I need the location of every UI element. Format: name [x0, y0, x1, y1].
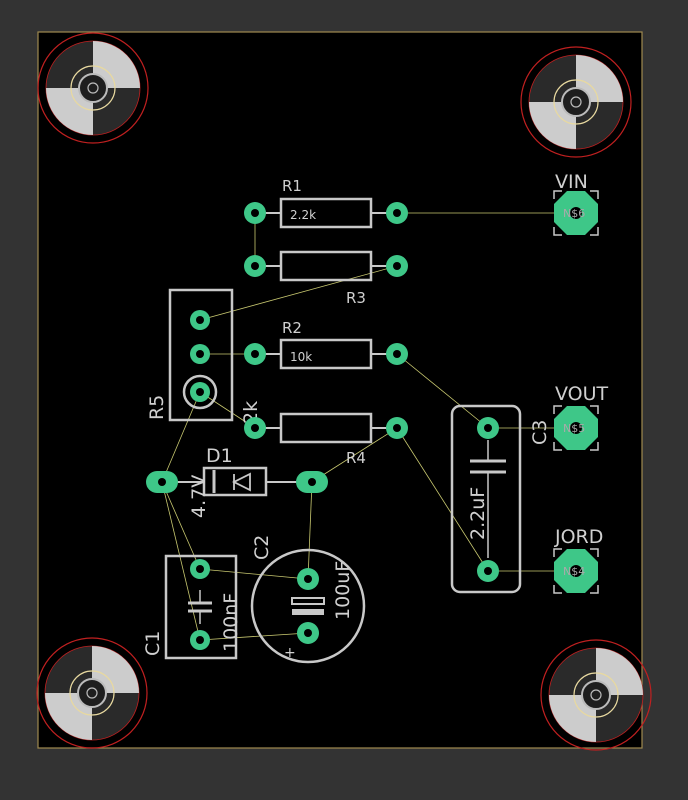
- c2-name-label: C2: [251, 535, 273, 560]
- vin-label: VIN: [555, 171, 588, 193]
- mounting-hole-bottom-left: [36, 637, 148, 749]
- c1-name-label: C1: [142, 631, 164, 656]
- mounting-hole-top-left: [37, 32, 149, 144]
- capacitor-c3[interactable]: C3 2.2uF: [450, 404, 551, 594]
- c1-value-label: 100nF: [220, 593, 242, 652]
- resistor-r1[interactable]: R1 2.2k: [255, 177, 397, 229]
- component-pads: [146, 202, 499, 650]
- connector-jord[interactable]: JORD N$4: [553, 526, 603, 594]
- capacitor-c1[interactable]: C1 100nF: [142, 554, 242, 660]
- c2-value-label: 100uF: [332, 561, 354, 620]
- d1-name-label: D1: [206, 445, 233, 467]
- resistor-r2[interactable]: R2 10k: [255, 319, 397, 370]
- r2-name-label: R2: [282, 319, 302, 337]
- mounting-hole-top-right: [520, 46, 632, 158]
- r5-name-label: R5: [146, 395, 168, 420]
- diode-d1[interactable]: D1 4.7V: [175, 445, 298, 518]
- connector-vin[interactable]: VIN N$6: [553, 171, 599, 236]
- c3-name-label: C3: [529, 420, 551, 445]
- d1-value-label: 4.7V: [188, 475, 210, 518]
- r1-name-label: R1: [282, 177, 302, 195]
- r3-name-label: R3: [346, 289, 366, 307]
- vout-label: VOUT: [555, 383, 609, 405]
- r2-value-label: 10k: [290, 350, 312, 364]
- vin-pad-label: N$6: [563, 207, 585, 220]
- r1-value-label: 2.2k: [290, 208, 316, 222]
- r4-name-label: R4: [346, 449, 366, 467]
- board-outline: [37, 31, 643, 749]
- mounting-hole-bottom-right: [540, 639, 652, 751]
- vout-pad-label: N$5: [563, 422, 585, 435]
- c3-value-label: 2.2uF: [467, 487, 489, 540]
- capacitor-c2[interactable]: + C2 100uF: [250, 535, 366, 664]
- connector-vout[interactable]: VOUT N$5: [553, 383, 609, 451]
- jord-label: JORD: [554, 526, 603, 548]
- resistor-r4[interactable]: R4: [255, 412, 397, 467]
- jord-pad-label: N$4: [563, 565, 585, 578]
- c2-polarity-mark: +: [284, 645, 296, 661]
